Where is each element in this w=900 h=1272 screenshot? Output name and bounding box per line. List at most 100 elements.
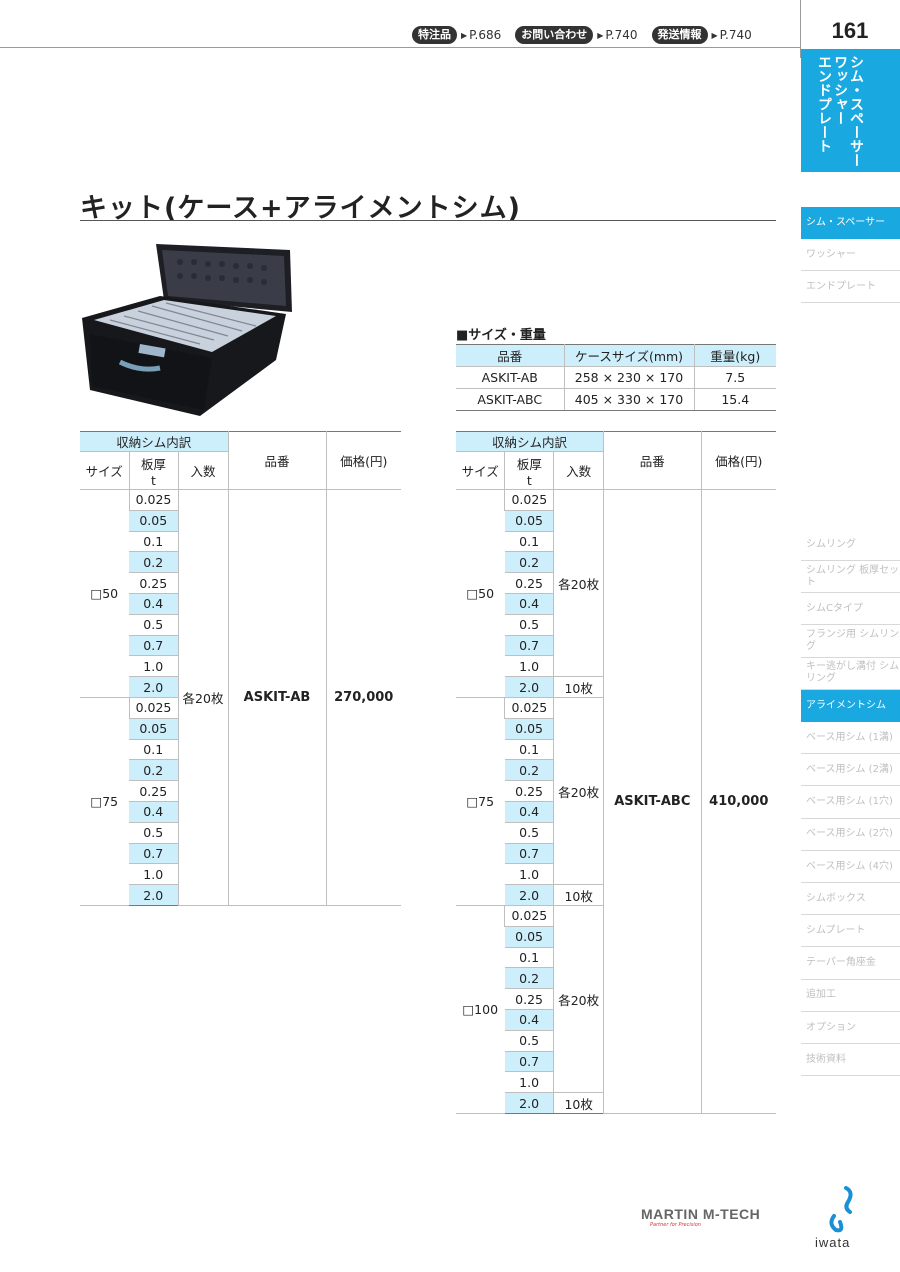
side-nav-item[interactable]: シムプレート	[801, 915, 900, 948]
triangle-right-icon: ▶	[597, 30, 604, 40]
side-nav-item[interactable]: エンドプレート	[801, 271, 900, 304]
table-row: 0.5	[456, 1030, 776, 1052]
side-nav-item[interactable]: シム・スペーサー	[801, 207, 900, 239]
cell-thickness: 0.05	[129, 510, 178, 532]
cell-thickness: 0.05	[504, 926, 554, 948]
col-header-size: サイズ	[456, 451, 505, 490]
table-row: 0.5	[80, 822, 401, 844]
table-row: 1.0	[80, 655, 401, 678]
ref-shipping[interactable]: 発送情報 ▶ P.740	[651, 26, 752, 44]
table-row: 0.7	[456, 843, 776, 865]
table-row: 0.1	[456, 739, 776, 761]
triangle-right-icon: ▶	[461, 30, 468, 40]
side-nav-item[interactable]: 技術資料	[801, 1044, 900, 1077]
cell-size: □100	[456, 905, 505, 1114]
col-header-qty: 入数	[177, 451, 228, 490]
side-nav-item[interactable]: ベース用シム (4穴)	[801, 851, 900, 883]
table-row: 0.05	[80, 718, 401, 740]
cell-thickness: 0.5	[129, 822, 178, 844]
cell-size: □50	[456, 489, 505, 698]
side-nav-item[interactable]: テーパー角座金	[801, 948, 900, 980]
col-header-shim-breakdown: 収納シム内訳	[80, 431, 228, 452]
side-nav-item[interactable]: 追加工	[801, 980, 900, 1012]
table-row: 0.2	[456, 551, 776, 574]
side-nav-item[interactable]: フランジ用 シムリング	[801, 626, 900, 658]
side-nav-item[interactable]: ベース用シム (1穴)	[801, 787, 900, 819]
cell-case-size: 258 × 230 × 170	[563, 366, 694, 389]
table-row: 0.1	[456, 531, 776, 553]
ref-page: P.686	[469, 28, 502, 42]
cell-thickness: 0.2	[129, 759, 178, 782]
ref-special-order[interactable]: 特注品 ▶ P.686	[412, 26, 501, 44]
cell-thickness: 0.1	[504, 739, 554, 761]
cell-thickness: 0.2	[129, 551, 178, 574]
ref-page: P.740	[719, 28, 752, 42]
table-row: 0.2	[456, 967, 776, 990]
side-nav-item[interactable]: オプション	[801, 1012, 900, 1044]
cell-qty: 10枚	[553, 676, 604, 698]
side-nav-item[interactable]: シムリング 板厚セット	[801, 561, 900, 594]
cell-qty: 各20枚	[553, 905, 604, 1094]
cell-thickness: 0.5	[504, 1030, 554, 1052]
ref-page: P.740	[605, 28, 638, 42]
table-row: 0.4	[80, 593, 401, 615]
side-nav-item[interactable]: ベース用シム (2溝)	[801, 754, 900, 787]
cell-thickness: 0.1	[129, 739, 178, 761]
ref-inquiry[interactable]: お問い合わせ ▶ P.740	[515, 26, 638, 44]
cell-size: □50	[80, 489, 129, 698]
cell-thickness: 0.2	[504, 759, 554, 782]
size-weight-heading: ■サイズ・重量	[456, 328, 546, 343]
category-tab[interactable]: シム・スペーサー ワッシャー エンドプレート	[801, 49, 900, 172]
cell-thickness: 0.7	[504, 843, 554, 865]
category-line-3: エンドプレート	[816, 55, 832, 153]
cell-thickness: 0.025	[504, 489, 554, 511]
side-nav-item[interactable]: ワッシャー	[801, 239, 900, 272]
col-header-weight: 重量(kg)	[693, 344, 776, 367]
table-row: 0.05	[456, 926, 776, 948]
cell-qty: 各20枚	[553, 697, 604, 886]
cell-thickness: 0.4	[504, 1009, 554, 1031]
table-row: 0.2	[456, 759, 776, 782]
size-weight-table: 品番 ケースサイズ(mm) 重量(kg) ASKIT-AB 258 × 230 …	[456, 344, 776, 411]
side-nav-item[interactable]: アライメントシム	[801, 690, 900, 722]
header-divider	[800, 0, 801, 58]
cell-thickness: 1.0	[504, 1071, 554, 1094]
table-row: 0.1	[80, 739, 401, 761]
page-number: 161	[831, 18, 869, 43]
cell-qty: 各20枚	[177, 489, 228, 906]
cell-qty: 各20枚	[553, 489, 604, 678]
side-nav-item[interactable]: シムボックス	[801, 883, 900, 916]
side-nav-item[interactable]: シムリング	[801, 529, 900, 561]
cell-thickness: 0.5	[504, 614, 554, 636]
side-nav-item[interactable]: シムCタイプ	[801, 593, 900, 626]
cell-part: ASKIT-ABC	[456, 388, 564, 411]
cell-thickness: 1.0	[504, 863, 554, 886]
cell-thickness: 0.7	[129, 843, 178, 865]
cell-thickness: 0.1	[504, 947, 554, 969]
table-row: 0.5	[456, 822, 776, 844]
table-row: 0.1	[456, 947, 776, 969]
cell-thickness: 0.5	[504, 822, 554, 844]
cell-thickness: 0.7	[129, 635, 178, 657]
cell-price: 270,000	[325, 489, 401, 906]
table-row: 0.4	[80, 801, 401, 823]
cell-thickness: 0.5	[129, 614, 178, 636]
cell-thickness: 0.2	[504, 967, 554, 990]
cell-size: □75	[456, 697, 505, 906]
side-nav-item[interactable]: ベース用シム (2穴)	[801, 819, 900, 851]
table-row: 0.25	[456, 780, 776, 802]
table-row: 0.1	[80, 531, 401, 553]
cell-size: □75	[80, 697, 129, 906]
reference-links: 特注品 ▶ P.686 お問い合わせ ▶ P.740 発送情報 ▶ P.740	[412, 26, 766, 44]
side-nav-item[interactable]: ベース用シム (1溝)	[801, 722, 900, 755]
col-header-part: 品番	[456, 344, 564, 367]
cell-thickness: 0.2	[504, 551, 554, 574]
martin-tagline: Partner for Precision	[650, 1222, 701, 1228]
side-nav-item[interactable]: キー逃がし溝付 シムリング	[801, 658, 900, 690]
